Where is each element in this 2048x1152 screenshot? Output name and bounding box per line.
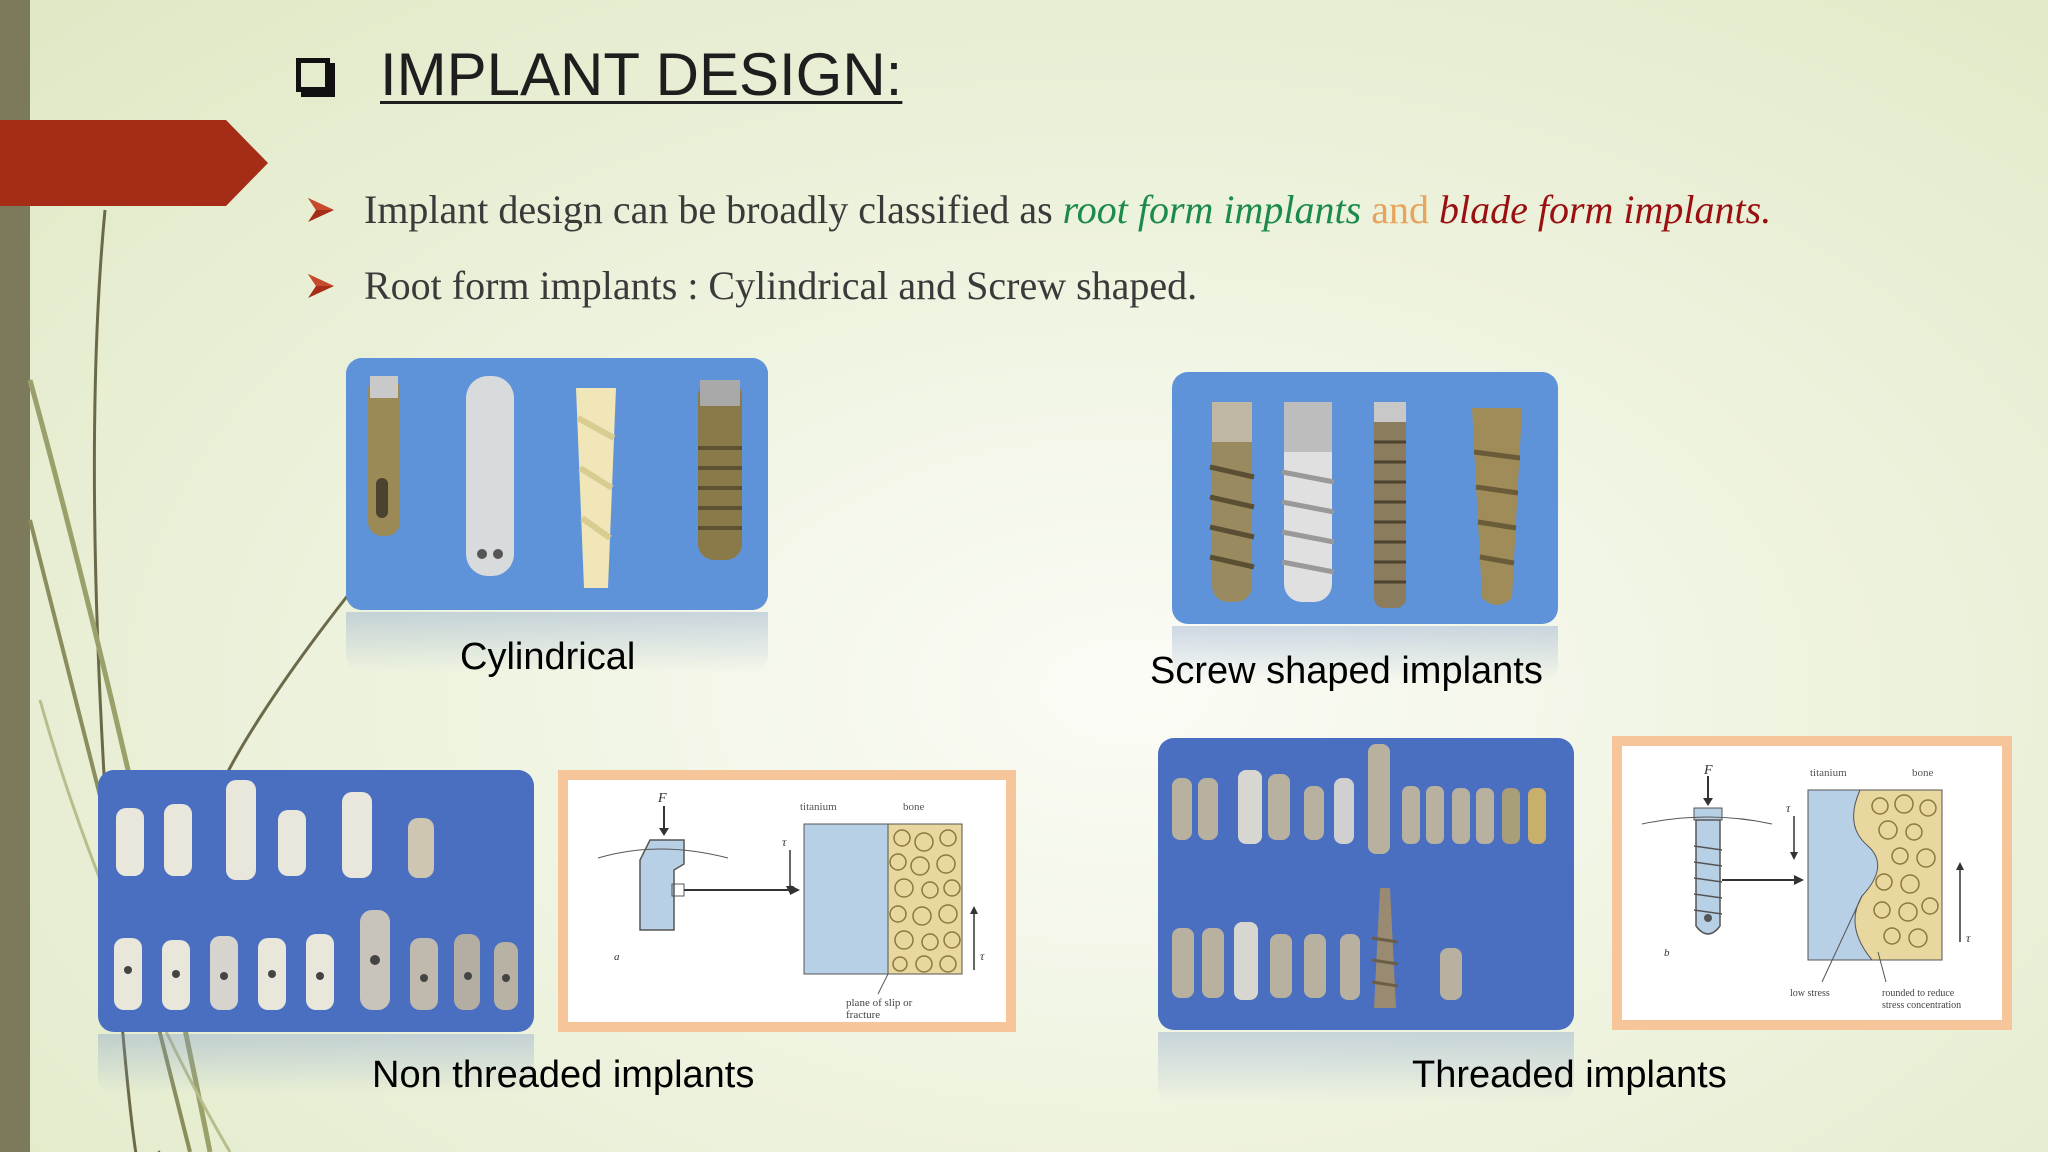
diagram-right-rounded-2: stress concentration [1882,1000,1961,1011]
diagram-left-force: F [657,791,667,806]
diagram-right-rounded: rounded to reduce [1882,988,1955,999]
diagram-right-bone: bone [1912,767,1934,779]
non-threaded-stress-diagram: F titanium bone τ τ a plane of slip or f… [558,770,1016,1032]
diagram-left-tau-2: τ [980,949,985,963]
non-threaded-implants-photo [98,770,534,1032]
diagram-right-tau-2: τ [1966,931,1971,945]
cylindrical-implants-photo [346,358,768,610]
cylindrical-reflection [346,612,768,672]
diagram-left-bone: bone [903,801,925,813]
bullet-1-prefix: Implant design can be broadly classified… [364,187,1063,232]
bullet-1-suffix: . [1761,187,1772,232]
diagram-left-panel: a [614,951,620,963]
threaded-implants-photo [1158,738,1574,1030]
diagram-left-slip: plane of slip or [846,997,913,1009]
diagram-right-titanium: titanium [1810,767,1847,779]
diagram-left-titanium: titanium [800,801,837,813]
slide-title: IMPLANT DESIGN: [380,41,903,108]
screw-implants-photo [1172,372,1558,624]
diagram-left-slip-2: fracture [846,1009,880,1021]
arrow-bullet-icon [308,273,334,298]
threaded-reflection [1158,1032,1574,1102]
term-blade-form: blade form implants [1439,187,1762,232]
caption-screw-shaped: Screw shaped implants [1150,650,1543,692]
threaded-stress-diagram: F titanium bone τ τ b [1612,736,2012,1030]
diagram-left-tau: τ [782,835,787,849]
bullet-1: Implant design can be broadly classified… [306,186,1771,233]
caption-non-threaded: Non threaded implants [372,1054,755,1096]
diagram-right-force: F [1703,763,1713,778]
bullet-1-conj: and [1361,187,1439,232]
non-threaded-reflection [98,1034,534,1094]
diagram-right-tau: τ [1786,801,1791,815]
title-row: IMPLANT DESIGN: [296,40,902,109]
diagram-right-panel: b [1664,947,1670,959]
bullet-2-text: Root form implants : Cylindrical and Scr… [364,263,1198,308]
checkbox-icon [296,57,330,92]
caption-threaded: Threaded implants [1412,1054,1727,1096]
arrow-banner [0,120,268,206]
caption-cylindrical: Cylindrical [460,636,636,678]
arrow-bullet-icon [308,197,334,222]
diagram-right-low-stress: low stress [1790,988,1830,999]
bullet-2: Root form implants : Cylindrical and Scr… [306,262,1197,309]
term-root-form: root form implants [1062,187,1362,232]
screw-reflection [1172,626,1558,682]
